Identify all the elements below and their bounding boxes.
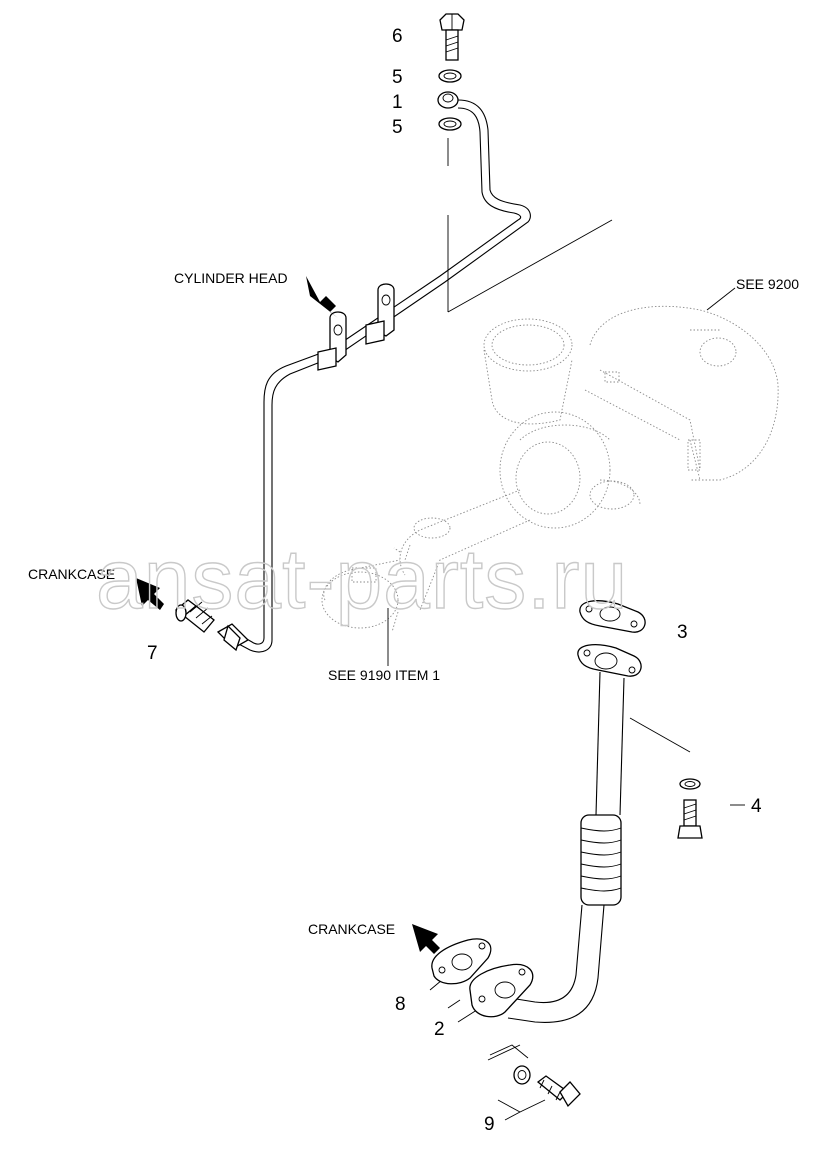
- callout-9: 9: [484, 1114, 495, 1135]
- callout-8: 8: [395, 994, 406, 1015]
- label-cylinder-head: CYLINDER HEAD: [174, 270, 288, 286]
- watermark: ansat-parts.ru: [96, 532, 628, 626]
- gasket-upper: [579, 600, 646, 633]
- callout-5-upper: 5: [392, 67, 403, 88]
- label-crankcase-lower: CRANKCASE: [308, 921, 395, 937]
- oil-feed-pipe: [216, 91, 531, 653]
- oil-drain-pipe: [469, 644, 642, 1023]
- label-see-9200: SEE 9200: [736, 276, 799, 292]
- turbocharger-ghost: [321, 305, 779, 633]
- label-see-9190: SEE 9190 ITEM 1: [328, 667, 440, 683]
- arrow-crankcase-upper: [136, 578, 164, 610]
- label-crankcase-upper: CRANKCASE: [28, 566, 115, 582]
- arrow-crankcase-lower: [412, 924, 440, 954]
- callout-6: 6: [392, 26, 403, 47]
- callout-2: 2: [434, 1019, 445, 1040]
- flange-bolt-lower: [513, 1065, 581, 1108]
- flange-bolt-upper: [677, 778, 703, 839]
- banjo-bolt: [439, 13, 465, 61]
- callout-3: 3: [677, 622, 688, 643]
- pipe-bracket-2: [365, 283, 395, 345]
- callout-7: 7: [147, 643, 158, 664]
- sealing-washer-upper: [438, 69, 462, 83]
- arrow-cylinder-head: [306, 276, 338, 318]
- connector-adapter: [174, 599, 215, 633]
- pipe-bracket-1: [317, 311, 347, 371]
- gasket-lower: [431, 938, 492, 985]
- callout-5-lower: 5: [392, 117, 403, 138]
- sealing-washer-lower: [438, 117, 462, 131]
- callout-1: 1: [392, 92, 403, 113]
- callout-4: 4: [751, 796, 762, 817]
- drain-hose: [580, 814, 622, 906]
